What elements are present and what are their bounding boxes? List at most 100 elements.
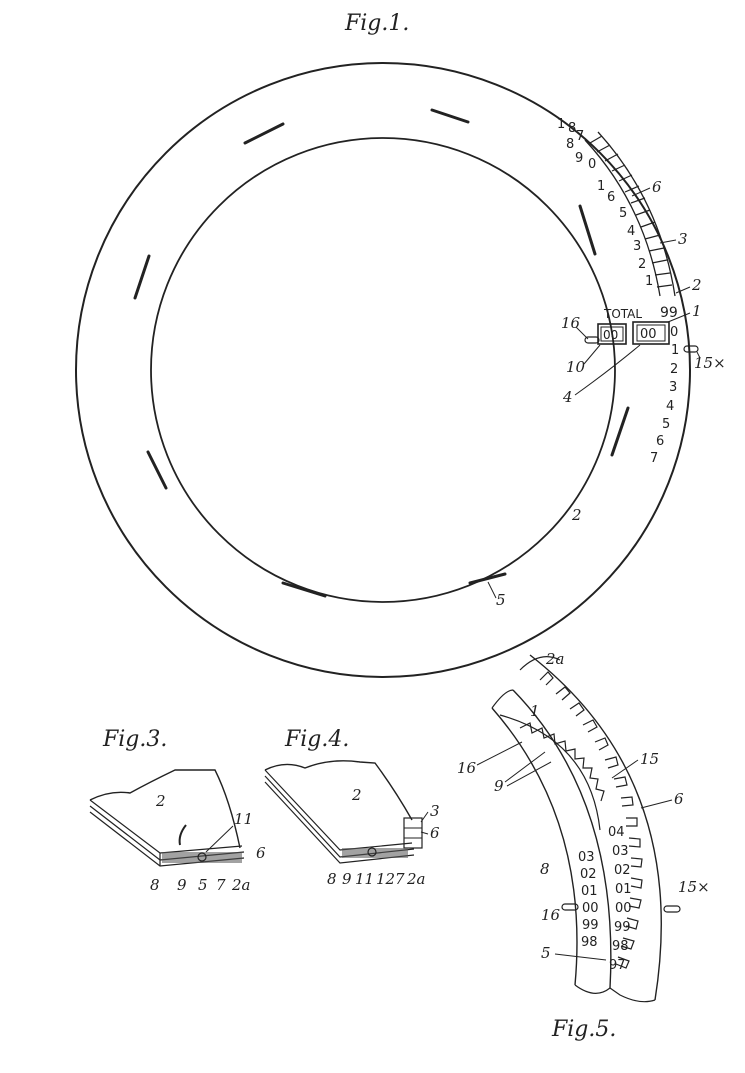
fig5-outer-numbers: 04 03 02 01 00 99 98 97 (608, 825, 632, 973)
scale-number: 02 (580, 867, 597, 882)
slot (243, 122, 285, 145)
scale-number: 01 (581, 884, 598, 899)
ref-label: 12 (376, 870, 395, 888)
scale-number: 1 (645, 274, 653, 289)
ref-label: 6 (674, 790, 684, 808)
fig4-top-outline (264, 760, 413, 821)
ref-label: 8 (540, 860, 550, 878)
fig1-total-indicator: TOTAL 99 00 00 (584, 305, 699, 353)
ref-label: 10 (566, 358, 586, 376)
fig4-front-edge (264, 769, 413, 851)
fig1-reference-labels: 6 3 2 1 15× 16 10 4 2 5 (487, 178, 726, 609)
scale-number: 0 (588, 157, 596, 172)
ref-label: 8 (327, 870, 337, 888)
slot (430, 108, 470, 124)
fig5-inner-edge (491, 707, 578, 986)
counter-window-right (632, 321, 670, 345)
fig3-section: 2 11 6 8 9 5 7 2a (89, 769, 266, 894)
scale-number: 1 (671, 343, 679, 358)
scale-number: 00 (582, 901, 599, 916)
fig3-pin (197, 852, 207, 862)
scale-number: 3 (669, 380, 677, 395)
slot (281, 581, 327, 598)
counter-window-right-inner (636, 324, 666, 342)
ref-label: 16 (561, 314, 581, 332)
ref-label: 5 (496, 591, 506, 609)
slot (468, 572, 507, 585)
scale-number: 2 (670, 362, 678, 377)
scale-number: 8 (566, 137, 574, 152)
ref-label: 6 (256, 844, 266, 862)
ref-label: 1 (692, 302, 702, 320)
scale-number: 00 (615, 901, 632, 916)
fig3-slot (178, 824, 187, 846)
fig1-scale-top: 1 8 7 8 9 0 1 6 5 4 3 2 1 (557, 117, 653, 289)
fig5-pin-16 (561, 903, 579, 911)
fig5-ring-edge (512, 689, 612, 989)
fig1-scale-band (584, 131, 676, 297)
band-outer-edge (597, 131, 676, 297)
ref-label: 9 (342, 870, 352, 888)
scale-number: 97 (609, 958, 626, 973)
slot (578, 204, 597, 256)
ref-label: 16 (541, 906, 561, 924)
ref-label: 2 (351, 786, 362, 804)
ref-label: 15× (694, 354, 726, 372)
outer-ring-edge (75, 62, 691, 678)
ref-label: 3 (430, 802, 440, 820)
slot (610, 406, 630, 457)
scale-number: 6 (607, 190, 615, 205)
window-right-value: 00 (640, 327, 657, 342)
scale-number: 99 (582, 918, 599, 933)
scale-number: 9 (575, 151, 583, 166)
fig1-slots (133, 108, 630, 598)
ref-label: 2 (691, 276, 702, 294)
ref-label: 6 (652, 178, 662, 196)
scale-prefix: 8 (568, 121, 576, 136)
ref-label: 3 (678, 230, 688, 248)
scale-number: 2 (638, 257, 646, 272)
scale-prefix: 1 (557, 117, 565, 132)
scale-number: 03 (578, 850, 595, 865)
fig5-pin-15x (663, 905, 681, 913)
fig4-hatched-band (342, 848, 408, 858)
ref-label: 2 (571, 506, 582, 524)
ref-label: 2a (545, 650, 565, 668)
total-label: TOTAL (603, 307, 642, 321)
fig3-top-outline (89, 769, 241, 849)
ref-label: 4 (562, 388, 573, 406)
ref-label: 9 (177, 876, 187, 894)
fig1-scale-bottom: 0 1 2 3 4 5 6 7 (650, 325, 679, 466)
ref-label: 2 (155, 792, 166, 810)
ref-label: 2a (231, 876, 251, 894)
scale-number: 01 (615, 882, 632, 897)
counter-window-left (597, 323, 627, 345)
ref-label: 15 (640, 750, 659, 768)
ref-label: 7 (395, 870, 405, 888)
scale-number: 3 (633, 239, 641, 254)
fig1-title: Fig.1. (344, 11, 409, 36)
ref-label: 2a (406, 870, 426, 888)
scale-number: 02 (614, 863, 631, 878)
fig5-title: Fig.5. (551, 1017, 616, 1042)
ref-label: 5 (198, 876, 208, 894)
ref-label: 11 (355, 870, 374, 888)
scale-number: 03 (612, 844, 629, 859)
scale-number: 5 (619, 206, 627, 221)
scale-number: 99 (614, 920, 631, 935)
scale-number: 7 (576, 129, 584, 144)
ref-label: 8 (150, 876, 160, 894)
pin-16 (584, 336, 600, 344)
scale-number: 4 (666, 399, 674, 414)
scale-number: 4 (627, 224, 635, 239)
fig5-ratchet (519, 722, 605, 802)
band-teeth (589, 135, 673, 288)
ref-label: 11 (234, 810, 253, 828)
scale-number: 98 (581, 935, 598, 950)
scale-number: 6 (656, 434, 664, 449)
fig4-title: Fig.4. (284, 727, 349, 752)
fig4-pin (367, 847, 377, 857)
fig3-front-edge (89, 799, 243, 854)
fig5-teeth (539, 671, 643, 969)
